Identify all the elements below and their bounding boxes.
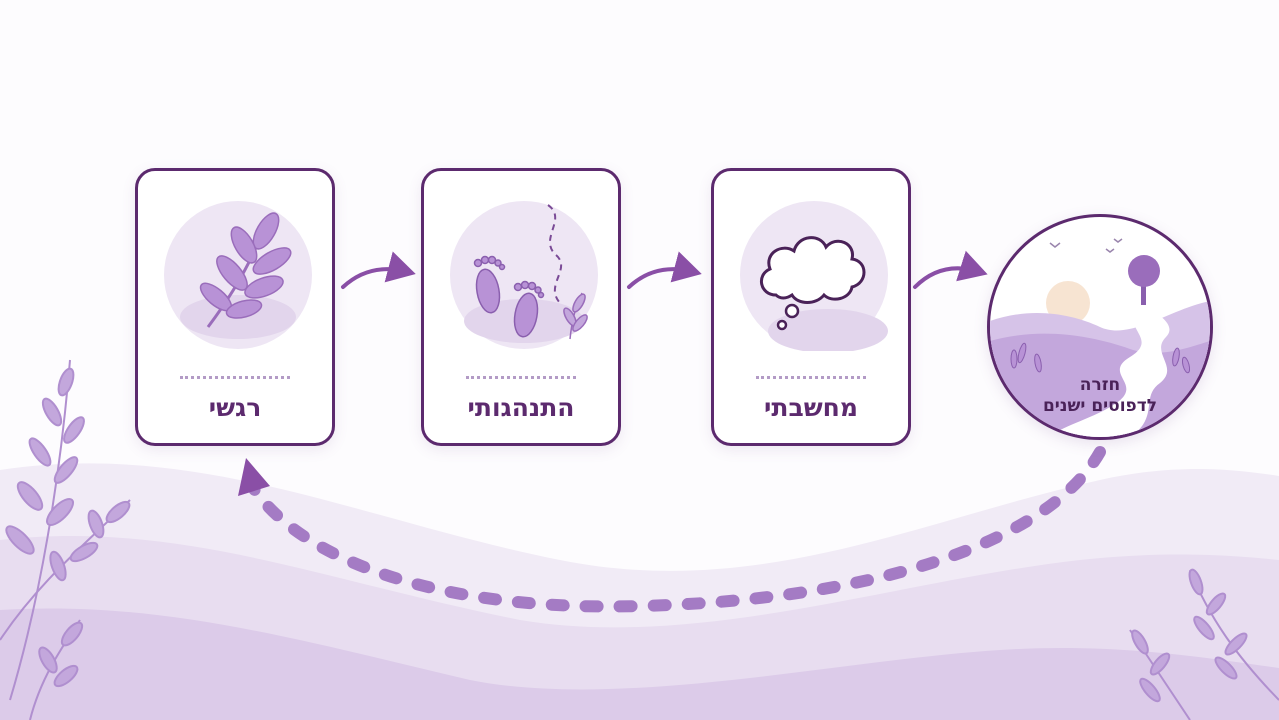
return-loop-path: [246, 446, 1106, 613]
stage-card-cognitive: מחשבתי: [711, 168, 911, 446]
dotted-divider: [466, 376, 576, 379]
stage-label: התנהגותי: [467, 393, 575, 422]
winding-path-landscape-icon: [990, 238, 1210, 437]
left-foliage: [0, 359, 131, 720]
arrow-emotional-to-behavioral: [341, 251, 416, 289]
arrow-cognitive-to-relapse: [913, 250, 988, 289]
thought-cloud-icon: [740, 201, 888, 351]
relapse-label: חזרה לדפוסים ישנים: [1010, 375, 1190, 417]
stage-label: מחשבתי: [764, 393, 858, 422]
stage-circle-relapse: חזרה לדפוסים ישנים: [987, 214, 1213, 440]
dotted-divider: [180, 376, 290, 379]
relapse-label-line2: לדפוסים ישנים: [1042, 396, 1158, 416]
rolling-hills: [0, 463, 1279, 720]
arrow-behavioral-to-cognitive: [627, 251, 702, 289]
leaf-branch-icon: [164, 201, 312, 349]
return-loop-arrowhead: [238, 458, 270, 496]
stage-card-behavioral: התנהגותי: [421, 168, 621, 446]
footprints-icon: [450, 201, 598, 349]
stage-label: רגשי: [208, 393, 262, 422]
relapse-label-line1: חזרה: [1079, 375, 1121, 395]
dotted-divider: [756, 376, 866, 379]
right-foliage: [1129, 568, 1279, 720]
stage-card-emotional: רגשי: [135, 168, 335, 446]
